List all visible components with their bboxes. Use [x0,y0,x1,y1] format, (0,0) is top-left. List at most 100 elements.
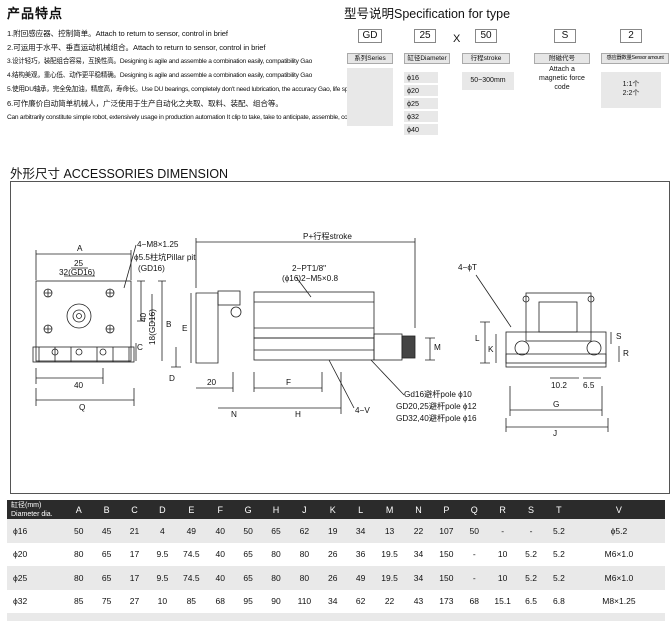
label-40-bottom: 40 [74,381,84,390]
mid-back-plate [195,292,219,364]
left-center-hole [76,313,82,319]
table-cell: 34 [404,566,433,590]
table-cell: 9.5 [156,549,169,560]
diameter-option-40: ϕ40 [404,124,438,135]
table-cell: 85 [176,613,207,621]
table-cell: 21 [120,519,149,543]
table-cell: 17 [129,549,140,560]
series-placeholder [347,68,393,126]
dim-a-line [35,250,132,280]
table-cell: ϕ40 [7,613,65,621]
left-cross-marks [44,289,114,333]
mid-rod-lower [253,337,375,361]
sensor-option-2: 2:2个 [622,90,640,97]
right-right-boss [586,340,602,356]
header-r: R [488,500,518,519]
table-cell: 5.2 [517,566,545,590]
table-cell: ϕ20 [13,549,28,560]
table-cell: ϕ32 [13,596,28,607]
table-header-row: 缸径(mm) Diameter dia. A B C D E F G H J K… [7,500,665,519]
table-cell: 5.2 [544,566,573,590]
header-a: A [64,500,93,519]
table-cell: 22 [384,596,395,607]
table-cell: M6×1.0 [604,549,634,560]
code-stroke: 50 [475,29,497,43]
table-cell: 36 [355,549,366,560]
header-e: E [176,500,207,519]
table-cell: 74.5 [176,566,207,590]
table-cell: 68 [215,596,225,607]
label-h: H [295,410,301,419]
features-section: 产品特点 1.附回感应器、控制简单。Attach to return to se… [7,3,387,125]
sensor-options-box [601,72,661,108]
table-cell: 85 [74,596,84,607]
mid-pt-leader [295,276,312,298]
table-cell: 10 [157,596,168,607]
header-f: F [206,500,235,519]
left-small-hole-3 [99,348,107,356]
table-cell: 173 [432,613,461,621]
header-h: H [262,500,290,519]
table-cell: 34 [318,613,347,621]
table-cell: 19.5 [381,549,398,560]
table-cell: 65 [262,519,290,543]
mid-plate-hole [230,306,242,318]
mid-dim-m [425,337,435,361]
left-base-bar [32,346,135,363]
mid-end-knob [401,335,416,359]
header-diameter: 缸径(mm) Diameter dia. [7,500,65,519]
left-small-hole-1 [51,348,59,356]
table-cell: 80 [64,566,93,590]
mid-cylinder-body [253,291,375,339]
table-cell: 68 [469,596,479,607]
features-title: 产品特点 [7,6,64,21]
table-cell: 80 [74,549,84,560]
m8-leader [123,244,137,289]
label-4t: 4−ϕT [458,263,477,272]
mid-rod-block [373,333,403,361]
spec-section: 型号说明Specification for type GD 25 X 50 S … [338,0,671,135]
label-m8: 4−M8×1.25 [137,240,179,249]
table-row: ϕ40 85 75 27 10 85 68 95 90 110 34 67 22… [7,613,665,621]
table-cell: 65 [234,566,263,590]
spec-title: 型号说明Specification for type [344,7,511,21]
header-m: M [374,500,405,519]
table-cell: 80 [299,549,310,560]
code-series: GD [358,29,382,43]
left-small-hole-2 [75,348,83,356]
table-cell: 6.5 [517,613,545,621]
table-cell: ϕ5.2 [572,519,665,543]
dimension-title: 外形尺寸 ACCESSORIES DIMENSION [10,167,229,181]
label-d: D [169,374,175,383]
table-cell: 62 [355,596,366,607]
header-l: L [346,500,375,519]
magnet-description: Attach a magnetic force code [539,66,585,91]
table-cell: 34 [413,549,424,560]
table-cell: 40 [206,566,235,590]
table-cell: 80 [262,566,290,590]
feature-line-4: 4.结构美观，重心低、动作更平稳精确。Designing is agile an… [7,72,312,79]
diameter-option-32: ϕ32 [404,111,438,122]
stroke-range: 50~300mm [462,72,514,90]
label-25: 25 [74,259,84,268]
label-10-2: 10.2 [551,381,567,390]
table-cell: 19 [318,519,347,543]
table-row: ϕ20 80 65 17 9.5 74.5 40 65 80 80 26 36 … [7,543,665,567]
label-g: G [553,400,560,409]
mid-pole-leader [370,359,405,396]
caption-series: 系列Series [347,53,393,64]
label-j: J [553,429,558,438]
label-a: A [77,244,83,253]
diameter-option-16: ϕ16 [404,72,438,83]
table-cell: 80 [271,549,281,560]
header-b: B [92,500,121,519]
right-base [505,353,607,368]
label-18-gd16: 18(GD16) [148,309,157,345]
caption-magnet: 附磁代号 [534,53,590,64]
table-cell: M8×1.25 [572,613,665,621]
table-cell: ϕ25 [7,566,65,590]
mid-plate-ear [217,290,241,306]
table-cell: 22 [374,613,405,621]
table-cell: 34 [346,519,375,543]
table-cell: 110 [297,596,312,607]
